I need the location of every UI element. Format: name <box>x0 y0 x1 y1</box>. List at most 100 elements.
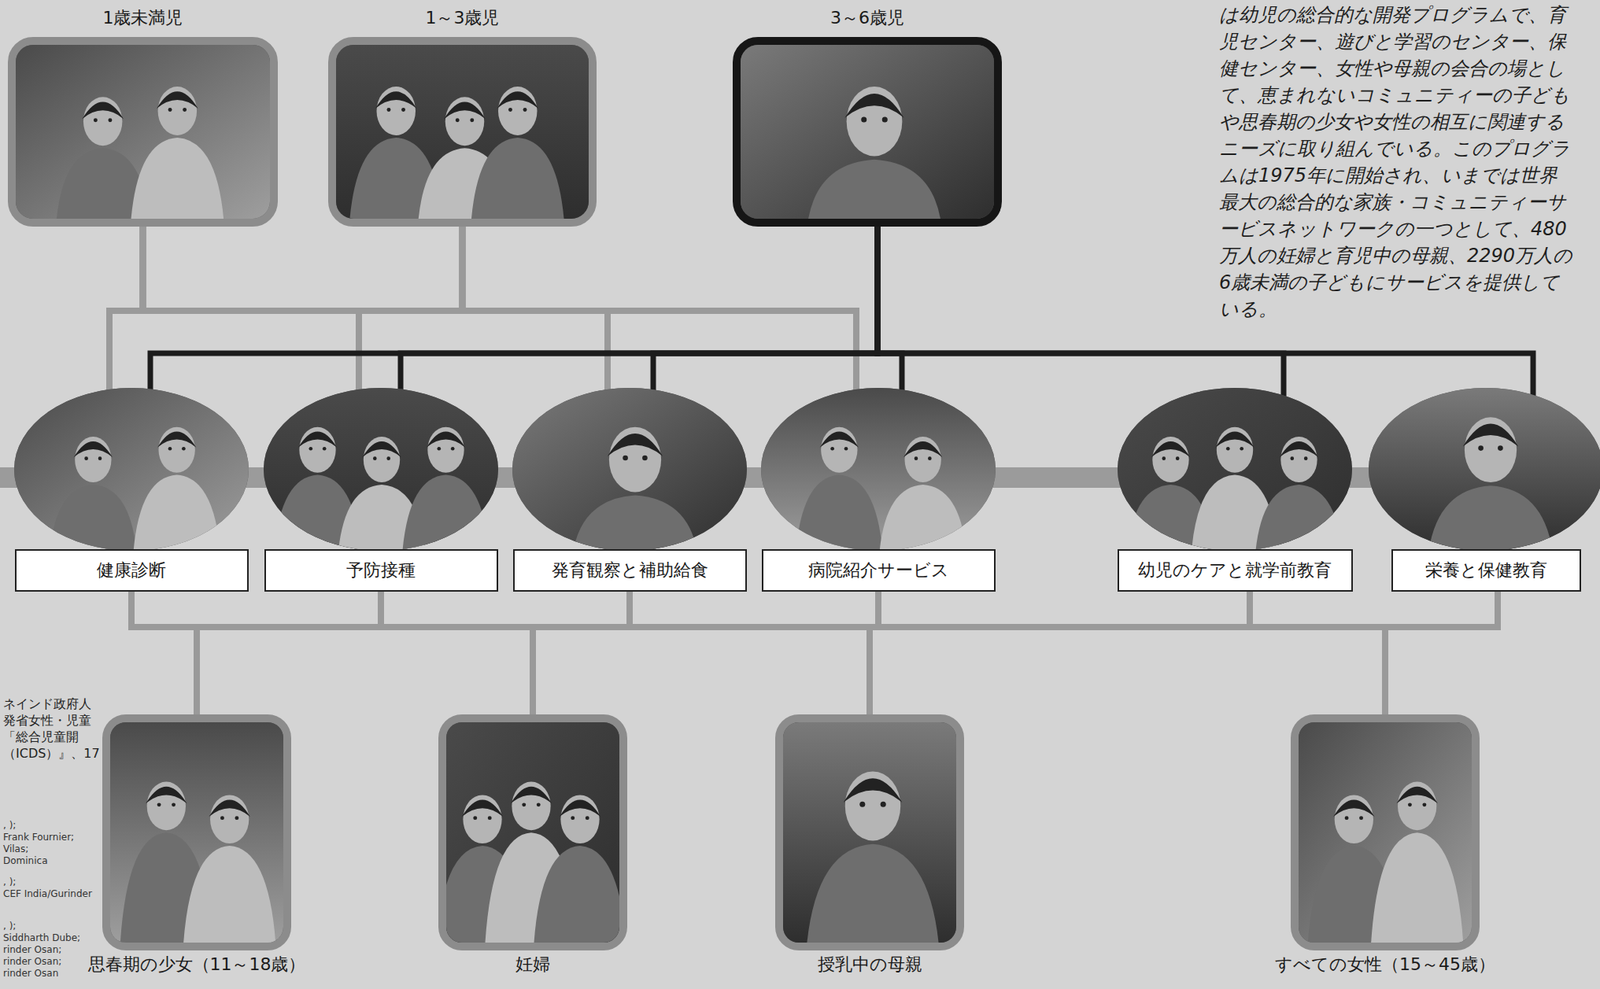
connector-line <box>653 226 878 392</box>
photo-hair <box>1396 787 1438 805</box>
photo-eye <box>1359 816 1364 821</box>
service-label: 予防接種 <box>264 549 499 592</box>
photo-eye <box>914 456 919 461</box>
connector-line <box>196 591 879 715</box>
connector-line <box>532 591 630 715</box>
photo-eye <box>168 447 173 451</box>
photo-figure <box>402 475 489 551</box>
photo <box>1368 387 1600 551</box>
photo <box>740 44 994 219</box>
source-note: （ICDS）』、17 <box>3 745 100 762</box>
photo-hair <box>157 431 196 448</box>
photo <box>783 722 957 943</box>
photo-hair <box>362 441 401 458</box>
photo-credit: , ); <box>3 876 16 888</box>
connector-line <box>1249 591 1386 715</box>
photo <box>110 722 284 943</box>
photo-eye <box>308 447 313 451</box>
photo-eye <box>585 816 590 821</box>
photo-hair <box>1215 431 1254 448</box>
photo-figure <box>795 475 883 551</box>
group-node: すべての女性（15～45歳） <box>1235 714 1535 976</box>
photo-eye <box>508 107 513 112</box>
group-label: 思春期の少女（11～18歳） <box>88 953 307 976</box>
photo-eye <box>401 107 406 112</box>
connector-line <box>196 591 1250 715</box>
connector-line <box>380 591 533 715</box>
photo-credit: Dominica <box>3 855 49 867</box>
photo-hair <box>1463 424 1519 448</box>
photo-figure <box>131 137 225 219</box>
photo-eye <box>1478 445 1484 451</box>
connector-line <box>532 591 879 715</box>
photo-eye <box>386 456 391 461</box>
photo-hair <box>156 91 199 109</box>
photo-eye <box>93 118 98 122</box>
photo <box>446 722 620 943</box>
photo-eye <box>859 801 865 808</box>
photo-eye <box>882 116 888 122</box>
photo-figure <box>533 846 620 943</box>
photo-eye <box>1497 445 1504 451</box>
photo-oval <box>761 387 996 551</box>
photo <box>14 387 249 551</box>
photo-hair <box>510 787 552 805</box>
photo-frame <box>438 714 628 951</box>
photo-frame <box>102 714 292 951</box>
photo <box>1117 387 1353 551</box>
photo-eye <box>642 455 648 462</box>
photo-eye <box>469 118 474 122</box>
group-label: 3～6歳児 <box>830 4 905 32</box>
connector-line <box>380 591 870 715</box>
photo-eye <box>157 802 162 807</box>
source-note: 発省女性・児童 <box>3 712 92 729</box>
photo-eye <box>536 802 541 807</box>
photo-frame <box>1290 714 1480 951</box>
photo-eye <box>182 107 187 112</box>
photo-figure <box>1370 832 1464 943</box>
photo-eye <box>487 816 492 821</box>
connector-line <box>1385 591 1498 715</box>
group-node: 1～3歳児 <box>328 4 597 227</box>
photo-hair <box>496 91 539 109</box>
photo-eye <box>386 107 391 112</box>
photo-oval <box>1117 387 1353 551</box>
photo-credit: , ); <box>3 820 16 832</box>
photo-hair <box>903 441 943 458</box>
group-label: 授乳中の母親 <box>817 953 923 976</box>
group-label: 妊婦 <box>515 953 551 976</box>
connector-line <box>877 226 902 392</box>
connector-line <box>462 226 858 392</box>
service-label: 発育観察と補助給食 <box>513 549 747 592</box>
connector-line <box>629 591 870 715</box>
photo-eye <box>844 447 849 451</box>
source-note: 「総合児童開 <box>3 728 79 746</box>
photo-eye <box>880 801 887 808</box>
photo-figure <box>133 475 221 551</box>
photo-figure <box>183 846 276 943</box>
photo-eye <box>1161 456 1166 461</box>
photo <box>1298 722 1472 943</box>
connector-line <box>150 226 878 391</box>
photo-ground <box>1368 387 1600 551</box>
photo-credit: rinder Osan; <box>3 944 62 956</box>
service-node: 健康診断 <box>14 387 249 592</box>
photo-credit: Siddharth Dube; <box>3 932 81 944</box>
photo-eye <box>168 107 173 112</box>
photo-hair <box>81 101 124 119</box>
connector-line <box>131 591 870 715</box>
photo-eye <box>98 456 103 461</box>
service-label: 幼児のケアと就学前教育 <box>1117 549 1353 592</box>
group-node: 授乳中の母親 <box>720 714 1020 976</box>
connector-line <box>532 591 1250 715</box>
photo-eye <box>523 107 528 112</box>
photo-ground <box>1298 722 1472 943</box>
group-node: 1歳未満児 <box>7 4 278 227</box>
connector-line <box>869 591 1250 715</box>
photo-hair <box>461 800 503 818</box>
photo-eye <box>322 447 327 451</box>
connector-line <box>532 591 1498 715</box>
photo <box>512 387 747 551</box>
photo-ground <box>512 387 747 551</box>
